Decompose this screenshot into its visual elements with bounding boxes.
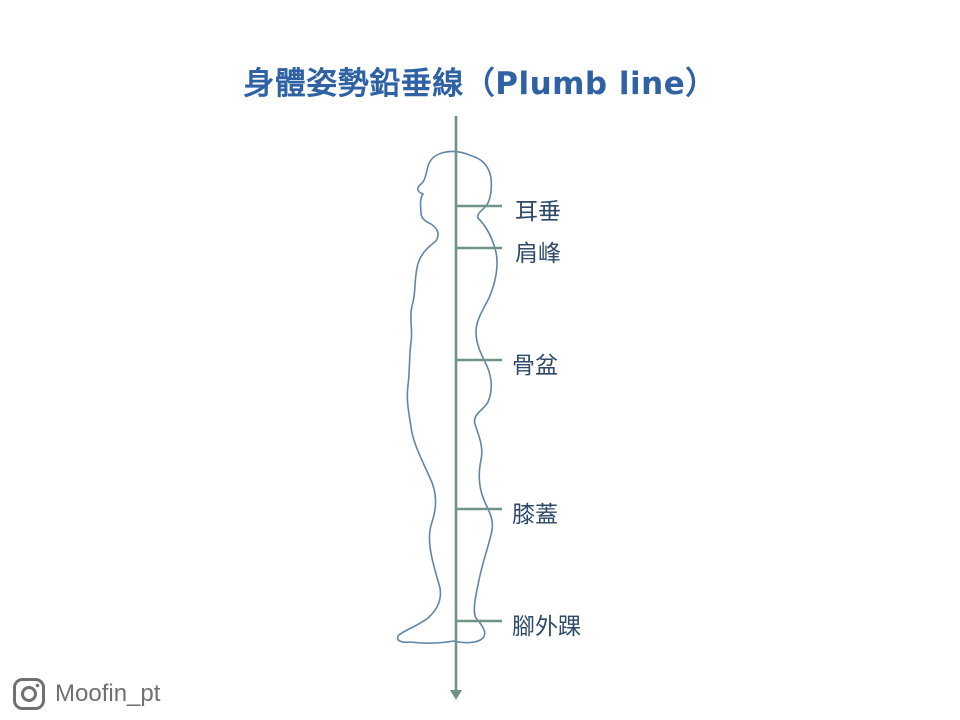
plumb-line-arrow (450, 690, 462, 700)
landmark-ticks (456, 204, 502, 623)
instagram-icon (13, 678, 45, 710)
landmark-label-pelvis: 骨盆 (512, 353, 558, 379)
body-silhouette (396, 150, 498, 644)
watermark: Moofin_pt (12, 676, 160, 712)
page-title: 身體姿勢鉛垂線（Plumb line） (243, 66, 717, 102)
landmark-label-shoulder: 肩峰 (515, 241, 561, 267)
landmark-label-ear: 耳垂 (515, 199, 561, 225)
landmark-label-knee: 膝蓋 (512, 502, 558, 528)
watermark-text: Moofin_pt (55, 680, 161, 707)
landmark-label-ankle: 腳外踝 (512, 614, 581, 640)
